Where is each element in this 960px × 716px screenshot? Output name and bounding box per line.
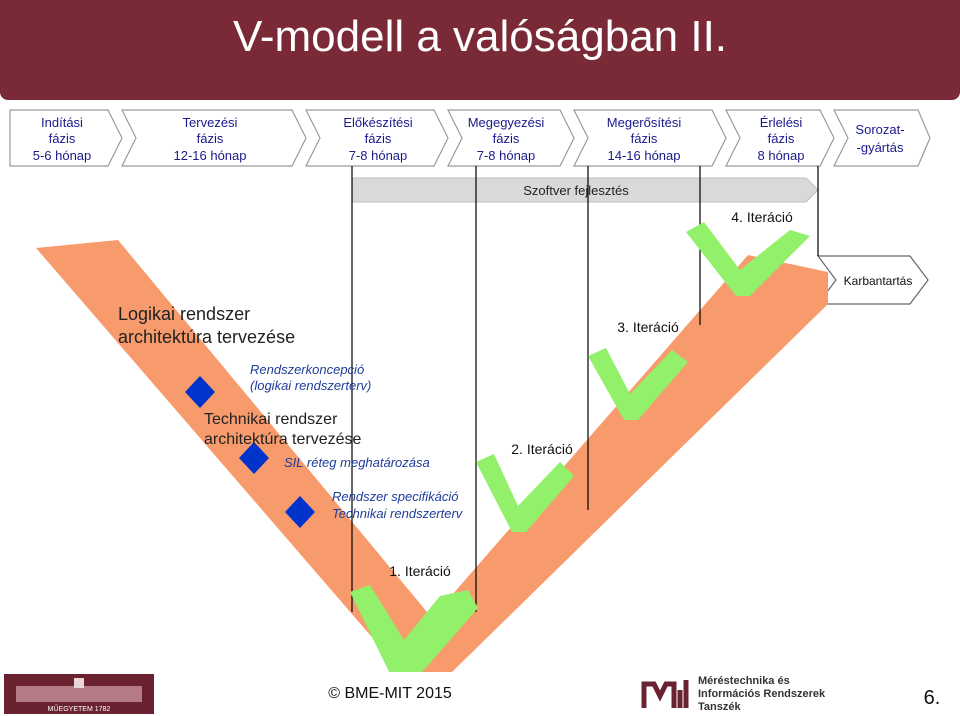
phase-5-line-2: fázis bbox=[631, 131, 658, 146]
diamond-3 bbox=[285, 496, 315, 528]
phase-boundary-lines bbox=[351, 166, 819, 612]
phase-3-line-3: 7-8 hónap bbox=[349, 148, 408, 163]
checkmark-2 bbox=[476, 454, 574, 532]
spec-line-1: Rendszer specifikáció bbox=[332, 489, 458, 504]
mit-logo: mit Méréstechnika és Információs Rendsze… bbox=[640, 674, 826, 713]
phase-5-line-3: 14-16 hónap bbox=[607, 148, 680, 163]
title-bar bbox=[0, 0, 960, 100]
phase-arrow-7 bbox=[833, 109, 931, 167]
phase-arrow-3 bbox=[305, 109, 449, 167]
phase-arrow-1 bbox=[9, 109, 123, 167]
phase-3-line-2: fázis bbox=[365, 131, 392, 146]
phase-7-line-2: -gyártás bbox=[857, 140, 904, 155]
sil-label: SIL réteg meghatározása bbox=[284, 455, 430, 470]
phase-2-line-3: 12-16 hónap bbox=[173, 148, 246, 163]
phase-1-line-3: 5-6 hónap bbox=[33, 148, 92, 163]
phase-labels: Indítási fázis 5-6 hónap Tervezési fázis… bbox=[33, 115, 905, 163]
slide-title: V-modell a valóságban II. bbox=[232, 12, 728, 61]
checkmark-1 bbox=[350, 585, 478, 686]
phase-1-line-2: fázis bbox=[49, 131, 76, 146]
iteration-4-label: 4. Iteráció bbox=[731, 209, 793, 225]
phase-6-line-1: Érlelési bbox=[760, 115, 803, 130]
iteration-3-label: 3. Iteráció bbox=[617, 319, 679, 335]
iteration-checkmarks bbox=[350, 222, 810, 686]
phase-4-line-1: Megegyezési bbox=[468, 115, 545, 130]
university-emblem: MŰEGYETEM 1782 bbox=[4, 674, 154, 714]
phase-4-line-3: 7-8 hónap bbox=[477, 148, 536, 163]
copyright: © BME-MIT 2015 bbox=[328, 685, 452, 702]
milestone-diamonds bbox=[185, 376, 315, 528]
logo-line-2: Információs Rendszerek bbox=[698, 688, 826, 700]
phase-3-line-1: Előkészítési bbox=[343, 115, 412, 130]
concept-line-2: (logikai rendszerterv) bbox=[250, 378, 371, 393]
phase-2-line-1: Tervezési bbox=[183, 115, 238, 130]
phase-7-line-1: Sorozat- bbox=[855, 122, 904, 137]
phase-6-line-2: fázis bbox=[768, 131, 795, 146]
university-mark: MŰEGYETEM 1782 bbox=[48, 704, 111, 713]
technical-architecture-line-2: architektúra tervezése bbox=[204, 431, 362, 448]
logical-architecture-line-1: Logikai rendszer bbox=[118, 304, 250, 324]
phase-5-line-1: Megerősítési bbox=[607, 115, 682, 130]
diamond-1 bbox=[185, 376, 215, 408]
technical-architecture-line-1: Technikai rendszer bbox=[204, 411, 338, 428]
spec-line-2: Technikai rendszerterv bbox=[332, 506, 464, 521]
logo-line-3: Tanszék bbox=[698, 701, 741, 713]
logical-architecture-line-2: architektúra tervezése bbox=[118, 327, 295, 347]
phase-arrow-5 bbox=[573, 109, 727, 167]
logo-mark: mit bbox=[666, 674, 668, 677]
maintenance-label: Karbantartás bbox=[844, 274, 913, 288]
logo-line-1: Méréstechnika és bbox=[698, 675, 790, 687]
maintenance-arrow bbox=[816, 255, 929, 305]
phase-2-line-2: fázis bbox=[197, 131, 224, 146]
concept-line-1: Rendszerkoncepció bbox=[250, 362, 364, 377]
phase-1-line-1: Indítási bbox=[41, 115, 83, 130]
software-dev-label: Szoftver fejlesztés bbox=[523, 183, 629, 198]
diamond-2 bbox=[239, 442, 269, 474]
phase-arrow-4 bbox=[447, 109, 575, 167]
phase-arrow-2 bbox=[121, 109, 307, 167]
checkmark-3 bbox=[588, 348, 688, 420]
iteration-1-label: 1. Iteráció bbox=[389, 563, 451, 579]
phase-6-line-3: 8 hónap bbox=[758, 148, 805, 163]
footer-bar bbox=[0, 672, 960, 716]
iteration-2-label: 2. Iteráció bbox=[511, 441, 573, 457]
phase-arrows bbox=[9, 109, 931, 167]
checkmark-4 bbox=[686, 222, 810, 296]
page-number: 6. bbox=[924, 687, 941, 709]
phase-4-line-2: fázis bbox=[493, 131, 520, 146]
phase-arrow-6 bbox=[725, 109, 835, 167]
